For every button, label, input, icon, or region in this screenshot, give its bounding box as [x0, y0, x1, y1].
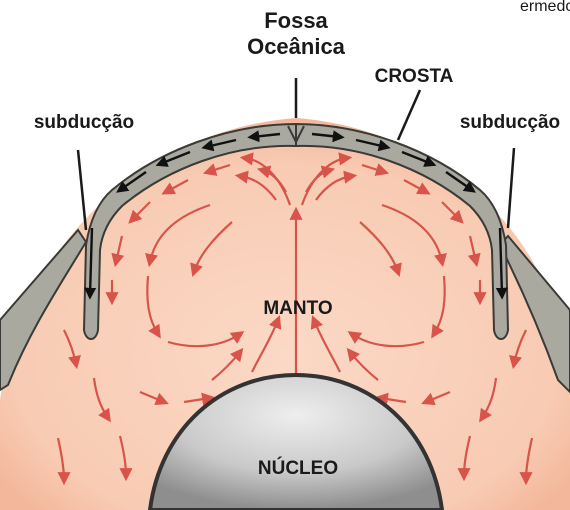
- subduction-right-leader: [508, 148, 514, 228]
- mantle-label: MANTO: [263, 298, 332, 319]
- trench-label-line2: Oceânica: [247, 34, 346, 59]
- crust-leader: [398, 90, 420, 140]
- trench-label-line1: Fossa: [264, 8, 328, 33]
- subduction-right-label: subducção: [460, 112, 560, 133]
- subduction-left-label: subducção: [34, 112, 134, 133]
- crust-label: CROSTA: [375, 66, 454, 87]
- cut-off-caption: ermedo.: [520, 0, 570, 15]
- subduction-left-leader: [78, 150, 86, 230]
- core-label: NÚCLEO: [258, 457, 338, 479]
